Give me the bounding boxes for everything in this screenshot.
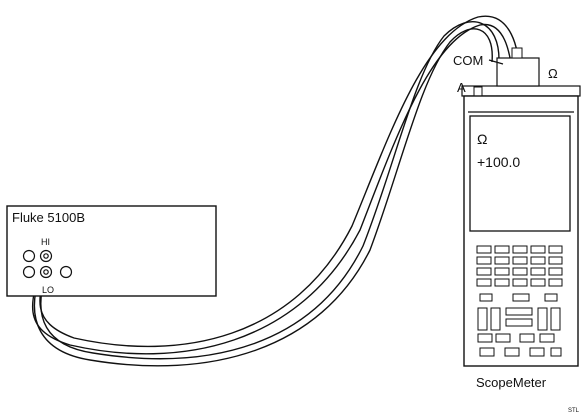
test-lead-hi: [31, 15, 520, 355]
calibrator-box: Fluke 5100B HI LO: [6, 205, 217, 297]
jack-ohm-label: Ω: [548, 66, 558, 81]
hi-terminal-icon: [39, 249, 53, 263]
lo-terminal-label: LO: [42, 285, 54, 295]
lo-terminal-icon: [39, 265, 53, 279]
meter-display: [469, 115, 571, 232]
com-leader-line: [488, 59, 504, 65]
binding-posts: [22, 249, 73, 279]
plug-housing: [496, 57, 540, 87]
jack-a-label: A: [457, 80, 466, 95]
a-jack-icon: [473, 86, 483, 97]
meter-keypad: [476, 245, 563, 357]
ohm-plug-icon: [511, 47, 523, 59]
display-value: +100.0: [477, 154, 520, 170]
calibrator-name: Fluke 5100B: [12, 210, 85, 225]
corner-mark: STL: [568, 408, 580, 414]
hi-terminal-label: HI: [41, 237, 50, 247]
display-unit: Ω: [477, 131, 487, 147]
test-lead-lo: [33, 21, 500, 367]
meter-name: ScopeMeter: [476, 375, 547, 390]
jack-com-label: COM: [453, 53, 483, 68]
scopemeter: A COM Ω Ω +100.0 ScopeMeter: [453, 47, 581, 390]
